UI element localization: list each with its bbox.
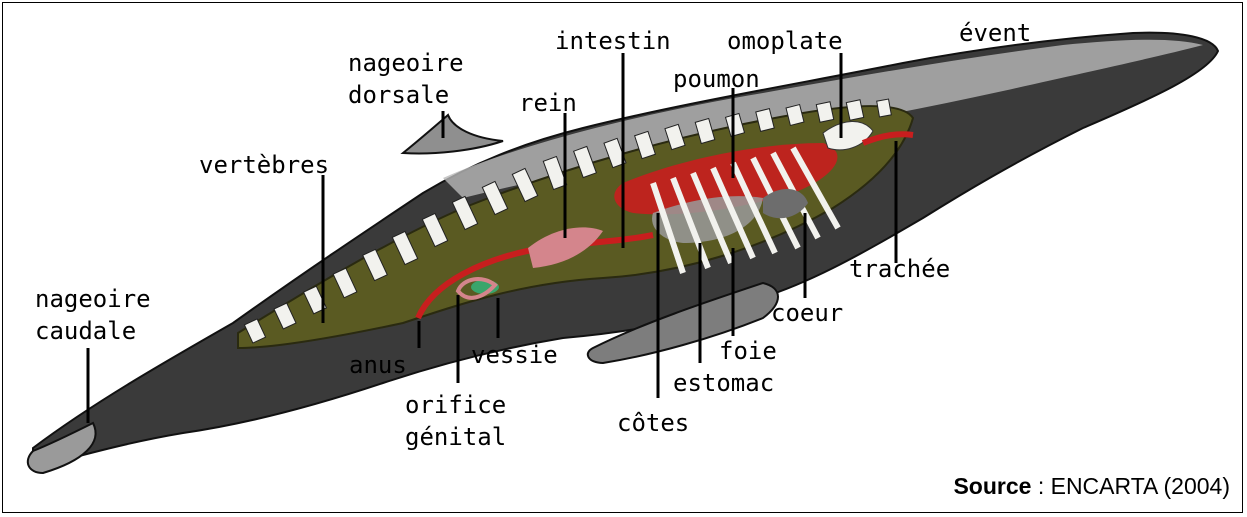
label-nageoire-dorsale: nageoire dorsale — [348, 51, 464, 107]
label-event: évent — [959, 21, 1031, 45]
label-cotes: côtes — [617, 411, 689, 435]
label-poumon: poumon — [673, 67, 760, 91]
source-label: Source — [953, 473, 1031, 499]
source-credit: Source : ENCARTA (2004) — [953, 473, 1230, 500]
label-nageoire-caudale: nageoire caudale — [35, 287, 151, 343]
label-vertebres: vertèbres — [199, 153, 329, 177]
label-foie: foie — [719, 339, 777, 363]
label-trachee: trachée — [849, 257, 950, 281]
label-rein: rein — [519, 91, 577, 115]
label-intestin: intestin — [555, 29, 671, 53]
label-estomac: estomac — [673, 371, 774, 395]
dorsal-fin — [403, 115, 503, 154]
label-vessie: vessie — [471, 343, 558, 367]
whale-anatomy-diagram — [3, 3, 1244, 514]
label-omoplate: omoplate — [727, 29, 843, 53]
label-coeur: coeur — [771, 301, 843, 325]
label-orifice-genital: orifice génital — [405, 393, 506, 449]
label-anus: anus — [349, 353, 407, 377]
source-text: : ENCARTA (2004) — [1031, 473, 1230, 499]
